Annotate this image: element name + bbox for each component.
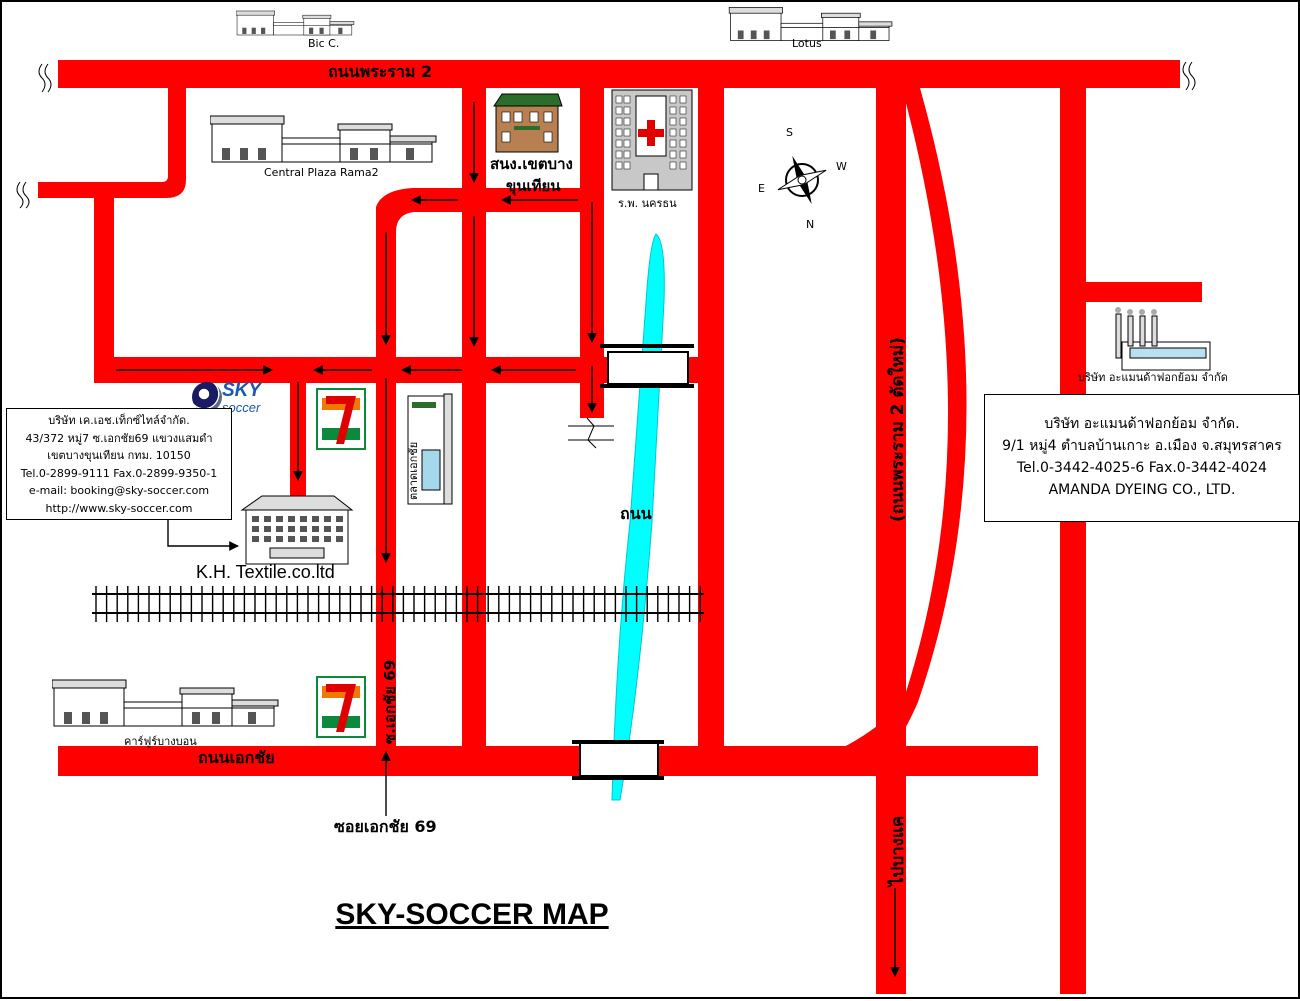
label-carrefour: คาร์ฟูร์บางบอน: [124, 735, 197, 748]
label-bypass: (ถนนพระราม 2 ตัดใหม่): [888, 337, 908, 522]
label-district-office: สนง.เขตบาง: [490, 155, 573, 173]
road-factory: [1086, 282, 1202, 302]
kh-textile-building: [240, 495, 354, 565]
road-west-link: [38, 88, 186, 198]
amanda-info-line-1: บริษัท อะแมนด้าฟอกย้อม จำกัด.: [1044, 416, 1240, 432]
road-east: [1060, 88, 1086, 994]
hospital-building: [611, 89, 693, 191]
bigc-building: [236, 10, 355, 36]
sky-info-line-3: เขตบางขุนเทียน กทม. 10150: [47, 449, 191, 462]
label-rama2: ถนนพระราม 2: [328, 62, 433, 81]
label-kh-textile: K.H. Textile.co.ltd: [196, 562, 335, 582]
amanda-info-box: บริษัท อะแมนด้าฟอกย้อม จำกัด. 9/1 หมู่4 ต…: [984, 394, 1300, 522]
soccer-ball-icon: [192, 382, 222, 412]
compass-s: S: [786, 126, 793, 139]
seven-eleven-logo-1: [316, 388, 366, 450]
market-building: [407, 393, 453, 505]
lotus-building: [728, 7, 893, 41]
amanda-info-line-2: 9/1 หมู่4 ตำบลบ้านเกาะ อ.เมือง จ.สมุทรสา…: [1002, 438, 1282, 454]
label-soi-vertical: ซ.เอกชัย 69: [381, 659, 399, 744]
factory-building: [1115, 307, 1211, 371]
road-rama2: [58, 60, 1180, 88]
direction-arrows: [116, 102, 900, 977]
amanda-info-line-4: AMANDA DYEING CO., LTD.: [1048, 482, 1236, 498]
sky-info-line-2: 43/372 หมู่7 ซ.เอกชัย69 แขวงแสมดำ: [25, 431, 213, 445]
sky-soccer-logo: SKY soccer: [192, 380, 282, 422]
railway: [92, 586, 704, 622]
label-ekkachai: ถนนเอกชัย: [198, 748, 275, 767]
label-market: ตลาดเอกชัย: [407, 441, 420, 500]
sky-info-line-6: http://www.sky-soccer.com: [45, 501, 193, 515]
map-title: SKY-SOCCER MAP: [335, 898, 609, 931]
sky-info-line-5: e-mail: booking@sky-soccer.com: [28, 484, 210, 497]
compass-rose: [777, 155, 827, 205]
label-bigc: Bic C.: [308, 37, 340, 50]
label-central: Central Plaza Rama2: [264, 166, 379, 179]
amanda-info-line-3: Tel.0-3442-4025-6 Fax.0-3442-4024: [1016, 460, 1268, 476]
sky-info-box: บริษัท เค.เอช.เท็กซ์ไทล์จำกัด. 43/372 หมู…: [6, 408, 232, 520]
label-soi-ekkachai: ซอยเอกชัย 69: [334, 817, 437, 836]
road-west-vertical: [94, 188, 114, 380]
compass-e: E: [758, 182, 765, 195]
label-to-bangkhae: ไปบางแค: [888, 815, 908, 886]
sky-info-line-4: Tel.0-2899-9111 Fax.0-2899-9350-1: [20, 466, 218, 480]
road-curve: [376, 188, 602, 252]
road-bypass: [876, 88, 906, 994]
road-bypass-curve: [842, 88, 967, 772]
sky-info-line-1: บริษัท เค.เอช.เท็กซ์ไทล์จำกัด.: [48, 414, 190, 427]
label-district-office-2: ขุนเทียน: [506, 177, 561, 195]
break-marks: [16, 61, 1196, 449]
label-hospital: ร.พ. นครธน: [618, 197, 677, 210]
compass-w: W: [836, 160, 847, 173]
sky-logo-line1: SKY: [222, 380, 262, 401]
district-office-building: [493, 93, 563, 153]
road-network: [38, 60, 1202, 994]
carrefour-building: [52, 679, 279, 727]
compass-n: N: [806, 218, 815, 231]
bridges: [572, 344, 694, 780]
label-factory: บริษัท อะแมนด้าฟอกย้อม จำกัด: [1078, 371, 1228, 384]
seven-eleven-logo-2: [316, 676, 366, 738]
label-lotus: Lotus: [792, 37, 822, 50]
label-river-road: ถนน: [620, 504, 652, 523]
road-v700: [698, 88, 724, 760]
central-building: [210, 115, 437, 163]
